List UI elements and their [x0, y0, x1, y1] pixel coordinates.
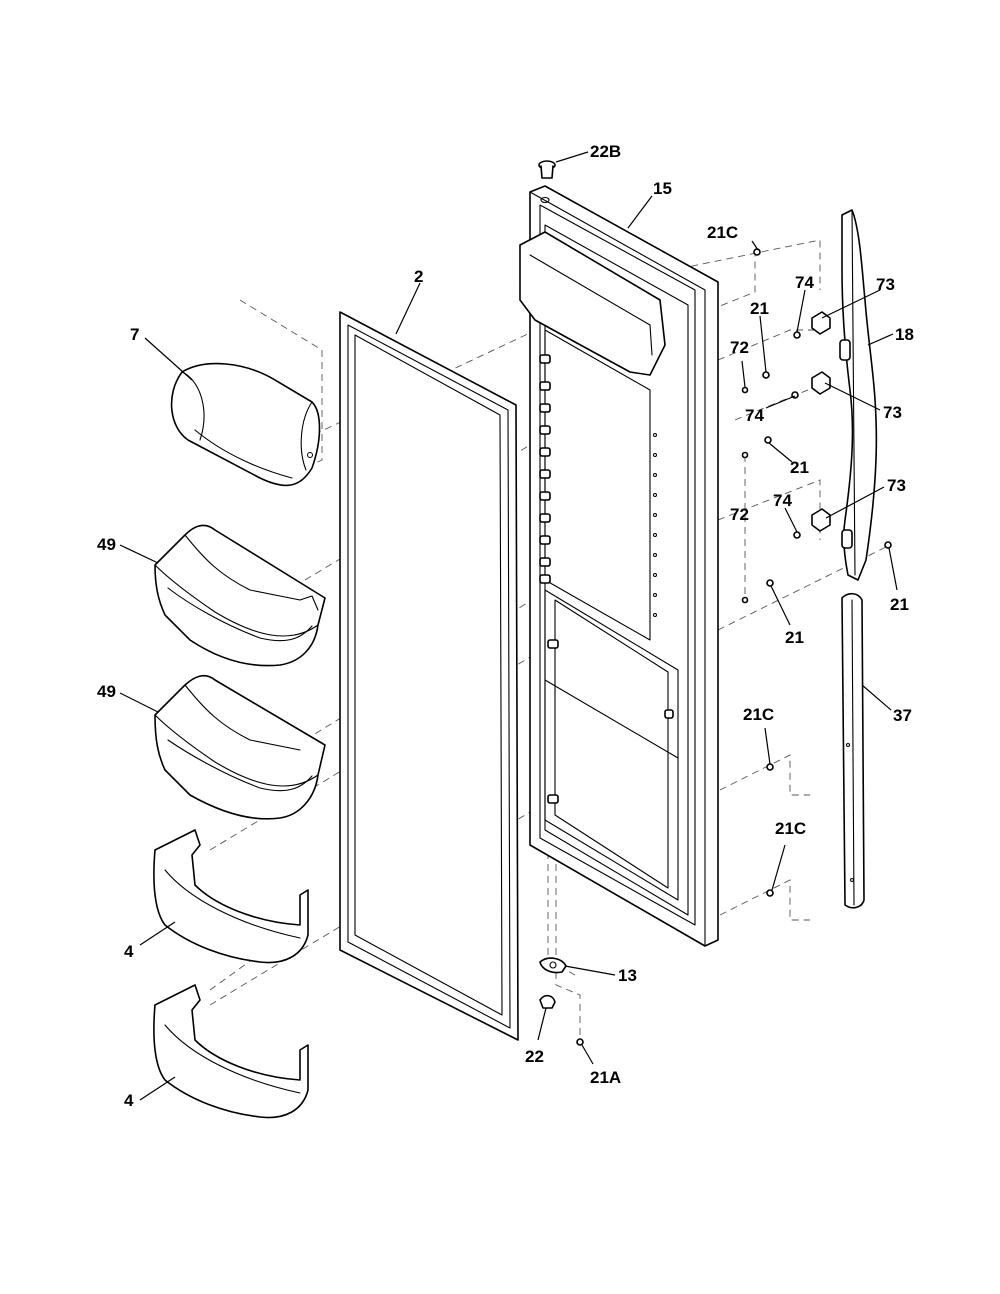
callout-18: 18	[895, 325, 914, 344]
shelf-supports	[539, 354, 674, 804]
callout-22: 22	[525, 1047, 544, 1066]
callout-74-b: 74	[745, 406, 764, 425]
callout-72-a: 72	[730, 338, 749, 357]
callout-21-b: 21	[790, 458, 809, 477]
dairy-door-part-7	[170, 362, 321, 487]
callout-21c-low: 21C	[775, 819, 806, 838]
callout-73-a: 73	[876, 275, 895, 294]
callout-74-c: 74	[773, 491, 792, 510]
callout-37: 37	[893, 706, 912, 725]
callout-21c-top: 21C	[707, 223, 738, 242]
callout-13: 13	[618, 966, 637, 985]
callout-labels: 22B 15 21C 2 74 73 21 18 7 72 74 73 21 4…	[97, 142, 914, 1110]
liner-right-dots	[653, 433, 657, 617]
callout-21c-mid: 21C	[743, 705, 774, 724]
door-liner-part-15	[519, 185, 719, 947]
handle-clip-part-73	[811, 311, 831, 532]
callout-21-d: 21	[785, 628, 804, 647]
callout-49-a: 49	[97, 535, 116, 554]
hinge-bushing-part-22b	[538, 160, 556, 204]
callout-73-c: 73	[887, 476, 906, 495]
callout-4-a: 4	[124, 942, 134, 961]
callout-21a: 21A	[590, 1068, 621, 1087]
leader-lines	[119, 151, 898, 1101]
callout-22b: 22B	[590, 142, 621, 161]
door-bin-part-49-upper	[154, 524, 326, 667]
callout-7: 7	[130, 325, 139, 344]
callout-49-b: 49	[97, 682, 116, 701]
callout-72-b: 72	[730, 505, 749, 524]
door-handle-part-18	[839, 209, 878, 581]
callout-2: 2	[414, 267, 423, 286]
fasteners	[539, 248, 892, 1046]
callout-4-b: 4	[124, 1091, 134, 1110]
handle-trim-part-37	[841, 592, 865, 909]
door-shelf-part-4-upper	[153, 829, 309, 964]
callout-74-a: 74	[795, 273, 814, 292]
callout-73-b: 73	[883, 403, 902, 422]
door-gasket-part-2	[339, 311, 519, 1041]
callout-15: 15	[653, 179, 672, 198]
door-shelf-part-4-lower	[153, 984, 309, 1119]
callout-21-c: 21	[890, 595, 909, 614]
callout-21-a: 21	[750, 299, 769, 318]
door-bin-part-49-lower	[154, 674, 326, 820]
